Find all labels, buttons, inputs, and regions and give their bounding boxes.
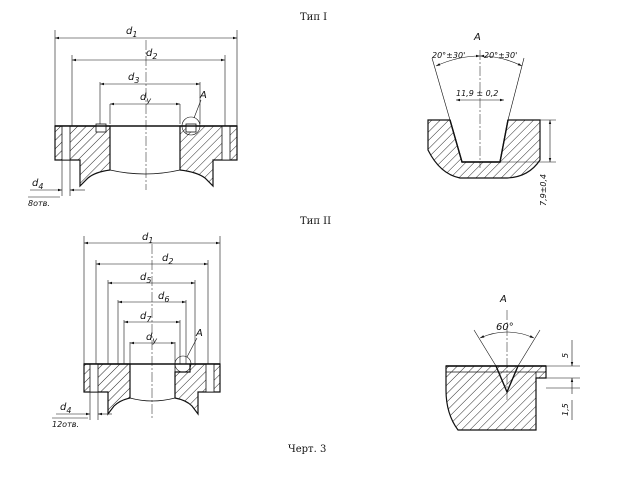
type1-detail-a: A 20°±30' 20°±30' 11,9 ± 0,2 7,9±0,4: [427, 32, 556, 206]
type2-d6-label: d6: [158, 291, 169, 304]
type1-d1-label: d1: [126, 26, 137, 39]
type2-flange-section: [83, 244, 221, 418]
type2-holes-label: 12отв.: [52, 420, 79, 429]
type2-d4-label: d4: [60, 402, 71, 415]
type1-depth-label: 7,9±0,4: [539, 174, 548, 206]
type1-holes-label: 8отв.: [28, 199, 50, 208]
type1-dy-label: dу: [140, 92, 151, 105]
type2-angle-label: 60°: [496, 322, 514, 333]
type1-detail-letter: A: [473, 32, 481, 43]
type2-d7-label: d7: [140, 311, 152, 324]
type2-detail-letter: A: [499, 294, 507, 305]
type1-group: Тип I: [28, 12, 556, 208]
type2-dimensions: d1 d2 d5 d6 d7 dу A d4 12отв.: [52, 232, 221, 429]
type2-detail-a: A 60° 5 1,5: [445, 294, 580, 431]
type1-flange-section: [54, 40, 238, 190]
type2-group: Тип II d1: [52, 216, 580, 431]
type1-angle-right: 20°±30': [484, 51, 517, 60]
type2-dim-bottom: 1,5: [561, 403, 570, 416]
figure-caption: Черт. 3: [288, 444, 326, 455]
type1-d2-label: d2: [146, 48, 157, 61]
type1-d3-label: d3: [128, 72, 139, 85]
type1-angle-left: 20°±30': [432, 51, 465, 60]
type2-dy-label: dу: [146, 332, 157, 345]
type2-title: Тип II: [300, 216, 331, 227]
type2-dim-top: 5: [561, 353, 570, 358]
type2-d2-label: d2: [162, 253, 173, 266]
type2-d5-label: d5: [140, 272, 151, 285]
type1-title: Тип I: [300, 12, 327, 23]
type1-dimensions: d1 d2 d3 dу A d4 8отв.: [28, 26, 238, 208]
type2-view-letter: A: [195, 328, 203, 339]
type1-view-letter: A: [199, 90, 207, 101]
type1-d4-label: d4: [32, 178, 43, 191]
type2-d1-label: d1: [142, 232, 153, 245]
type1-width-label: 11,9 ± 0,2: [456, 89, 498, 98]
type1-detail-circle: [181, 116, 201, 136]
